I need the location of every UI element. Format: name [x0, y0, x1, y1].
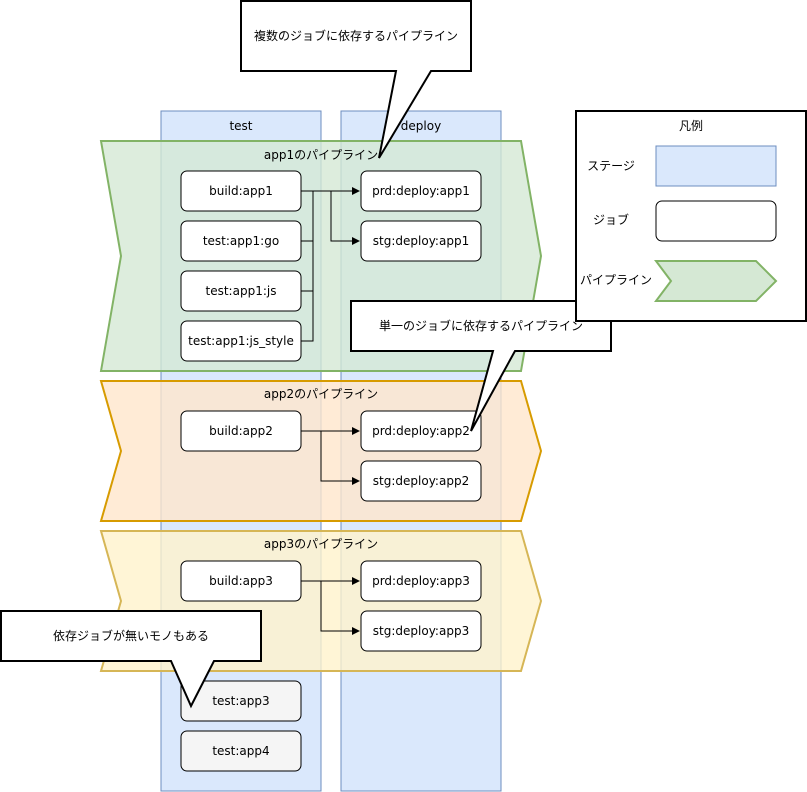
- job-build-app3[interactable]: build:app3: [180, 560, 302, 602]
- legend-job-label: ジョブ: [593, 212, 629, 227]
- job-label: test:app1:js_style: [188, 334, 294, 348]
- job-prd-deploy-app2[interactable]: prd:deploy:app2: [360, 410, 482, 452]
- legend: 凡例 ステージ ジョブ パイプライン: [575, 110, 807, 322]
- callout-multi-text: 複数のジョブに依存するパイプライン: [254, 28, 458, 43]
- legend-pipeline-swatch: [654, 260, 778, 302]
- job-label: prd:deploy:app2: [372, 424, 470, 438]
- callout-no-dependency: 依存ジョブが無いモノもある: [0, 610, 262, 709]
- job-build-app2[interactable]: build:app2: [180, 410, 302, 452]
- stage-label-test: test: [229, 119, 252, 133]
- legend-title: 凡例: [679, 119, 703, 133]
- legend-stage-label: ステージ: [587, 159, 635, 173]
- pipeline-title-app3: app3のパイプライン: [264, 537, 378, 551]
- job-label: test:app3: [212, 694, 269, 708]
- job-stg-deploy-app2[interactable]: stg:deploy:app2: [360, 460, 482, 502]
- job-prd-deploy-app3[interactable]: prd:deploy:app3: [360, 560, 482, 602]
- job-stg-deploy-app1[interactable]: stg:deploy:app1: [360, 220, 482, 262]
- job-label: stg:deploy:app3: [373, 624, 469, 638]
- job-label: test:app1:js: [206, 284, 277, 298]
- stage-label-deploy: deploy: [401, 119, 441, 133]
- job-label: build:app2: [209, 424, 273, 438]
- job-label: prd:deploy:app3: [372, 574, 470, 588]
- callout-none-text: 依存ジョブが無いモノもある: [53, 628, 209, 643]
- job-test-app1-js[interactable]: test:app1:js: [180, 270, 302, 312]
- job-test-app3[interactable]: test:app3: [180, 680, 302, 722]
- connectors-app1: [301, 187, 360, 342]
- job-label: build:app1: [209, 184, 273, 198]
- connectors-app2: [301, 427, 360, 485]
- pipeline-title-app1: app1のパイプライン: [264, 148, 378, 162]
- job-test-app1-js-style[interactable]: test:app1:js_style: [180, 320, 302, 362]
- job-label: stg:deploy:app2: [373, 474, 469, 488]
- job-label: test:app1:go: [203, 234, 279, 248]
- job-label: stg:deploy:app1: [373, 234, 469, 248]
- job-test-app1-go[interactable]: test:app1:go: [180, 220, 302, 262]
- callout-single-text: 単一のジョブに依存するパイプライン: [379, 318, 583, 333]
- pipeline-title-app2: app2のパイプライン: [264, 387, 378, 401]
- job-build-app1[interactable]: build:app1: [180, 170, 302, 212]
- legend-job-swatch: [655, 200, 777, 242]
- job-stg-deploy-app3[interactable]: stg:deploy:app3: [360, 610, 482, 652]
- legend-pipeline-label: パイプライン: [580, 273, 652, 287]
- job-label: test:app4: [212, 744, 269, 758]
- job-label: prd:deploy:app1: [372, 184, 470, 198]
- job-label: build:app3: [209, 574, 273, 588]
- job-test-app4[interactable]: test:app4: [180, 730, 302, 772]
- legend-stage-swatch: [655, 145, 777, 187]
- connectors-app3: [301, 577, 360, 635]
- callout-multi-dependency: 複数のジョブに依存するパイプライン: [240, 0, 472, 159]
- job-prd-deploy-app1[interactable]: prd:deploy:app1: [360, 170, 482, 212]
